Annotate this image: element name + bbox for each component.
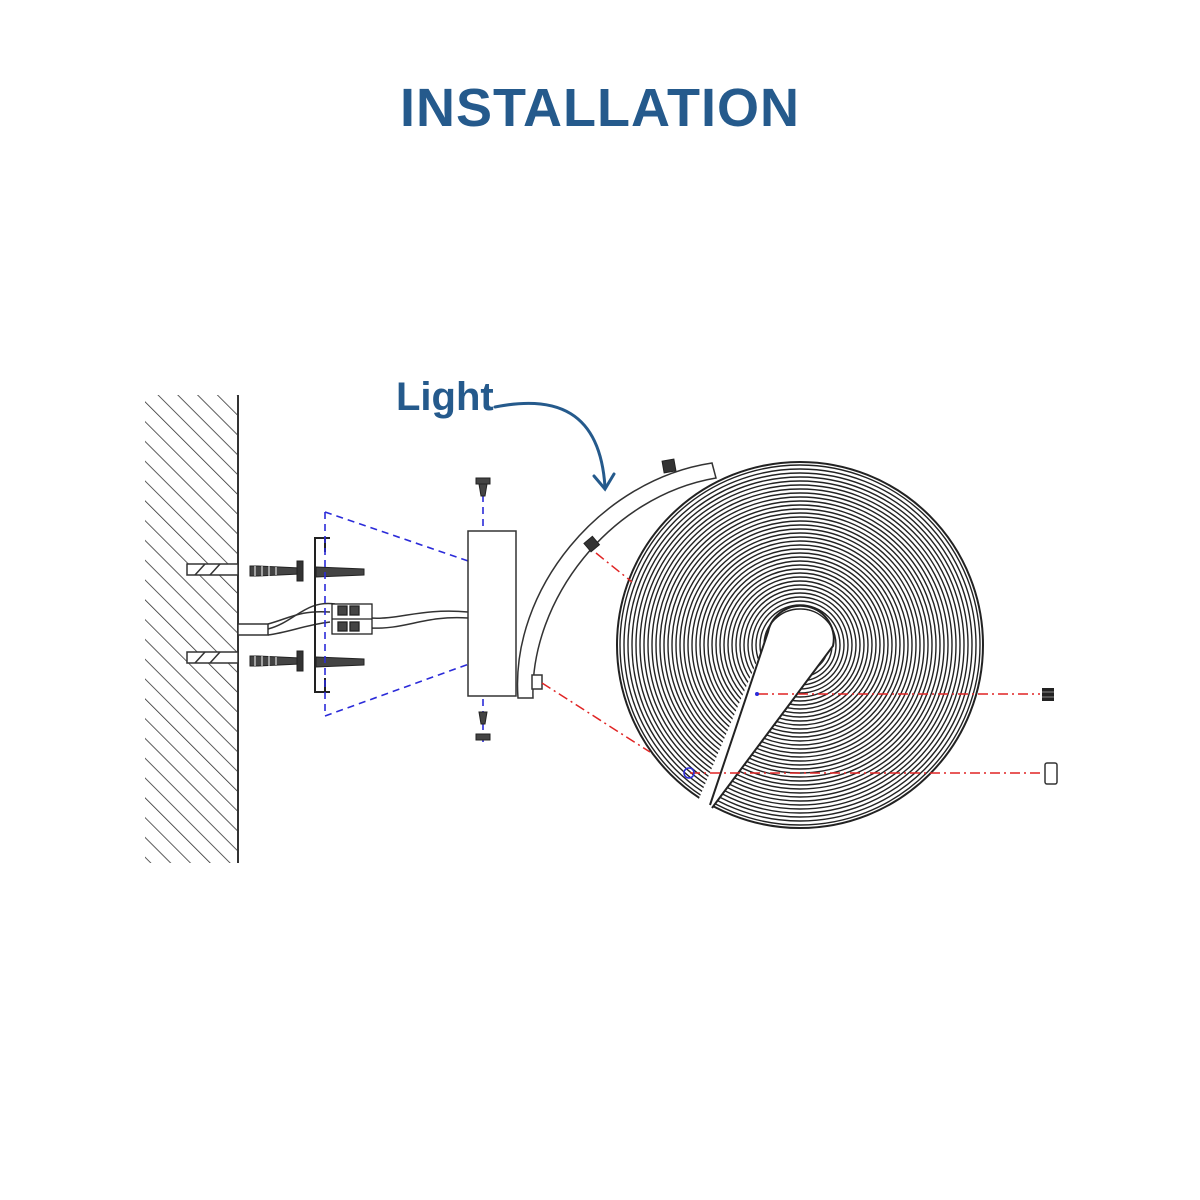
screw-icon <box>249 560 365 672</box>
terminal-block-icon <box>331 603 373 635</box>
label-arrow <box>493 401 616 492</box>
alignment-point <box>683 767 695 779</box>
set-screw-icon <box>1042 688 1054 701</box>
curved-arm <box>516 462 717 699</box>
alignment-lines-red <box>541 552 1044 774</box>
page-title: INSTALLATION <box>400 78 800 138</box>
power-cable <box>237 602 469 636</box>
set-screw-icon <box>583 458 677 553</box>
wall <box>145 395 239 863</box>
mounting-bracket <box>314 537 330 693</box>
light-disc <box>616 461 984 829</box>
wall-anchor-icon <box>186 563 239 664</box>
disc-slot <box>709 604 835 809</box>
canopy <box>467 530 517 697</box>
end-cap-icon <box>1044 762 1058 785</box>
alignment-point <box>755 692 759 696</box>
screw-icon <box>475 477 491 741</box>
label-light: Light <box>396 375 494 419</box>
